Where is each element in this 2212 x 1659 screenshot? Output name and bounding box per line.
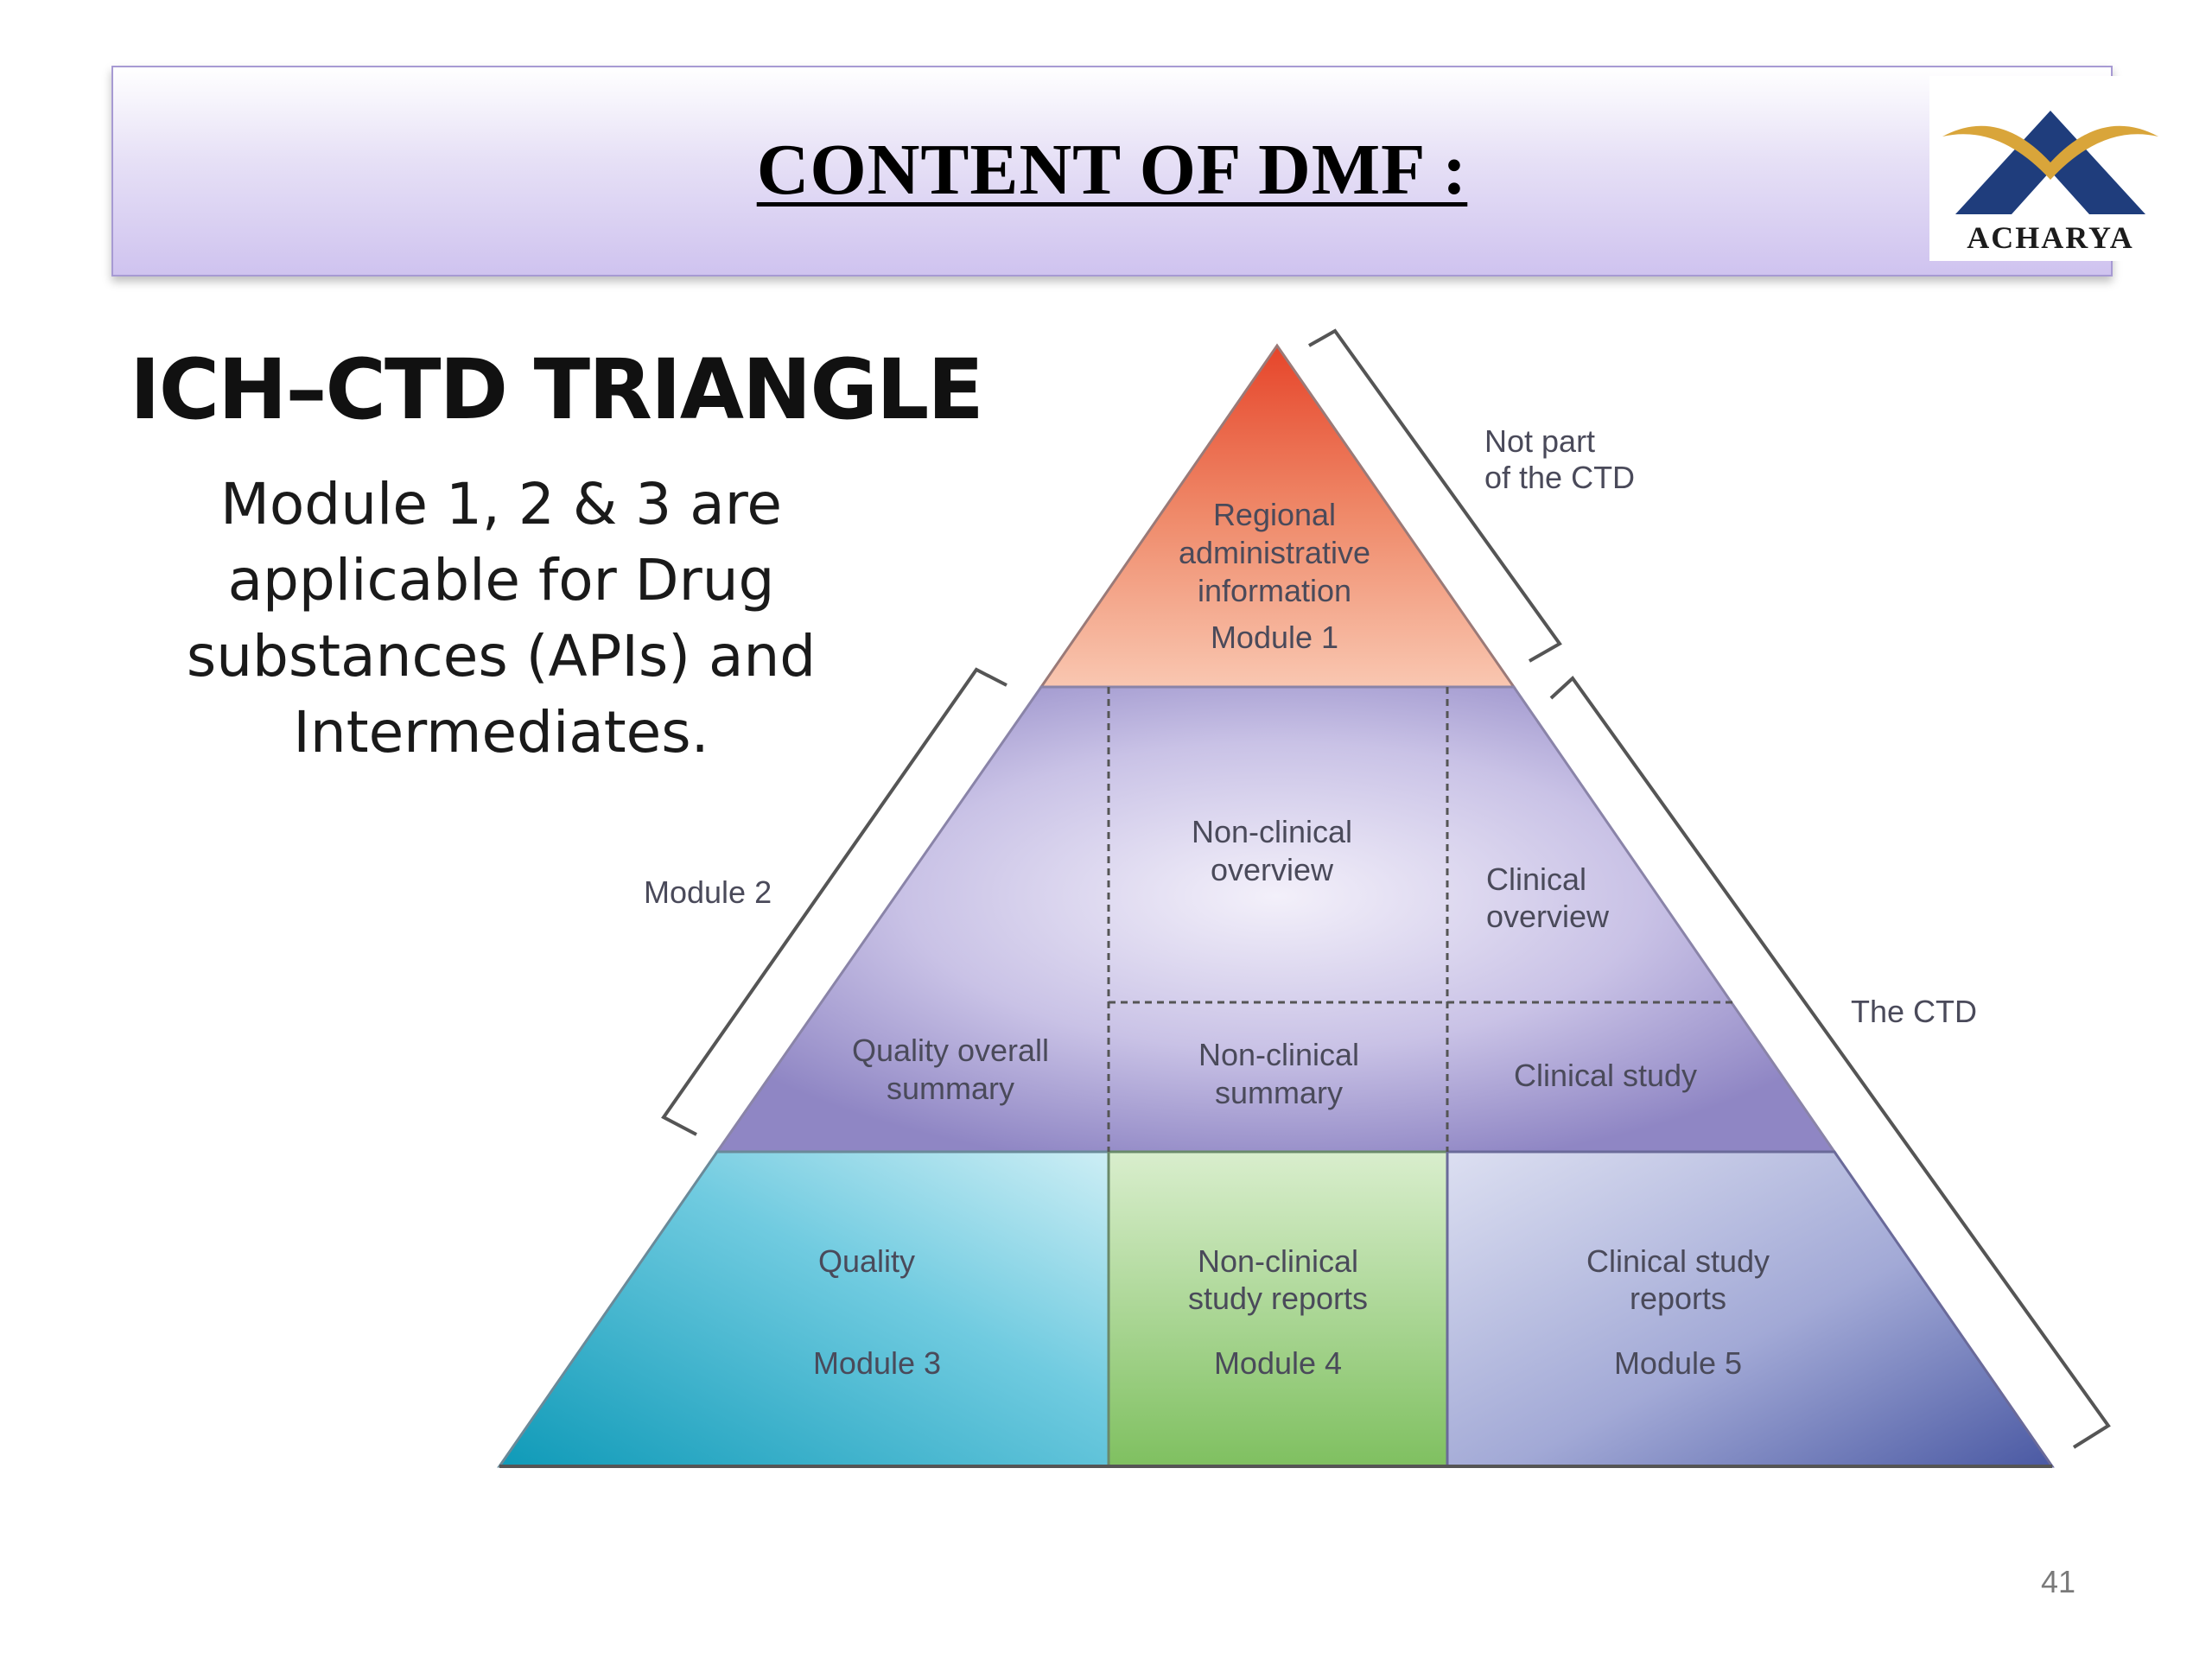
quality-summary-label-1: Quality overall xyxy=(852,1033,1049,1068)
acharya-logo: ACHARYA xyxy=(1929,76,2171,261)
clinical-study-label: Clinical study xyxy=(1514,1058,1697,1093)
module2-label: Module 2 xyxy=(644,874,772,910)
logo-mark-icon xyxy=(1942,111,2158,214)
clinical-overview-label-1: Clinical xyxy=(1486,861,1586,897)
module1-label-3: information xyxy=(1198,573,1351,608)
quality-label: Quality xyxy=(818,1243,915,1279)
module5-section xyxy=(1446,1150,2055,1468)
bracket-module2 xyxy=(661,667,1007,1136)
module1-label-2: administrative xyxy=(1179,535,1370,570)
nonclinical-overview-label-1: Non-clinical xyxy=(1192,814,1352,849)
title-bar: CONTENT OF DMF : ACHARYA xyxy=(111,66,2171,276)
bracket-not-part xyxy=(1308,328,1562,663)
module3-section xyxy=(497,1150,1110,1468)
not-part-label-2: of the CTD xyxy=(1484,460,1635,495)
clinical-reports-label-1: Clinical study xyxy=(1586,1243,1770,1279)
slide-title: CONTENT OF DMF : xyxy=(756,130,1468,210)
logo-text: ACHARYA xyxy=(1967,220,2134,255)
not-part-label-1: Not part xyxy=(1484,423,1595,459)
bracket-the-ctd xyxy=(1549,675,2111,1449)
nonclinical-summary-label-2: summary xyxy=(1215,1075,1343,1110)
quality-summary-label-2: summary xyxy=(887,1071,1014,1106)
module4-name: Module 4 xyxy=(1214,1345,1342,1381)
module4-section xyxy=(1107,1150,1449,1468)
page-number: 41 xyxy=(2041,1564,2076,1599)
the-ctd-label: The CTD xyxy=(1851,994,1977,1029)
nonclinical-summary-label-1: Non-clinical xyxy=(1198,1037,1359,1072)
module1-name: Module 1 xyxy=(1211,620,1338,655)
module1-label-1: Regional xyxy=(1213,497,1336,532)
nonclinical-reports-label-1: Non-clinical xyxy=(1198,1243,1358,1279)
clinical-reports-label-2: reports xyxy=(1630,1281,1726,1316)
module3-name: Module 3 xyxy=(813,1345,941,1381)
module5-name: Module 5 xyxy=(1614,1345,1742,1381)
ich-ctd-heading: ICH–CTD TRIANGLE xyxy=(130,341,984,438)
nonclinical-reports-label-2: study reports xyxy=(1188,1281,1368,1316)
nonclinical-overview-label-2: overview xyxy=(1211,852,1334,887)
description-text: Module 1, 2 & 3 are applicable for Drug … xyxy=(186,471,817,766)
clinical-overview-label-2: overview xyxy=(1486,899,1610,934)
